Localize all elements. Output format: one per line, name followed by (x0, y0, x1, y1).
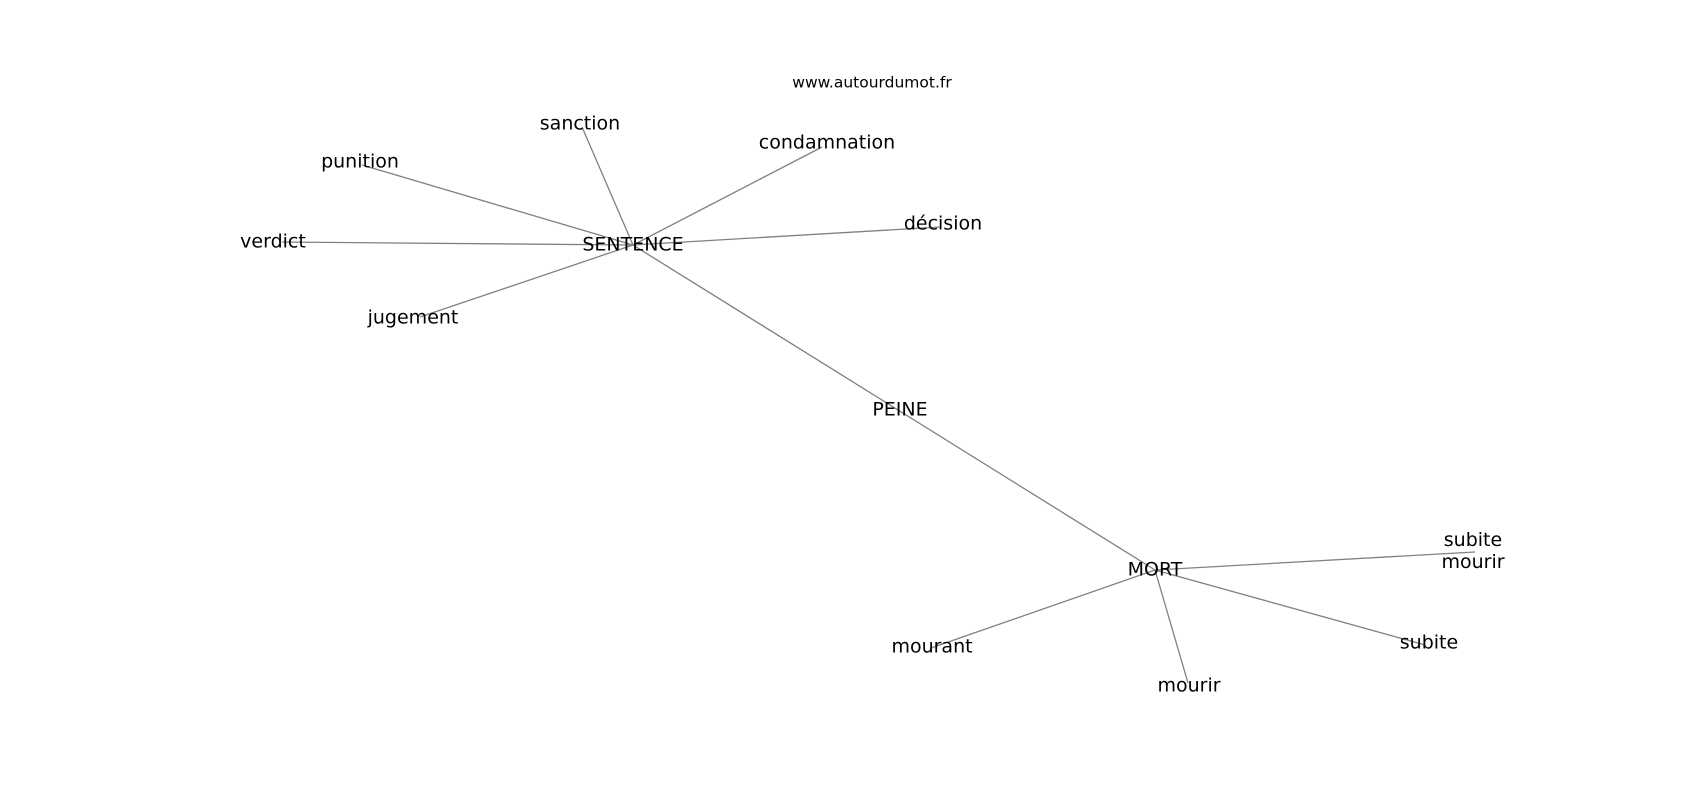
edge-sentence-condamnation (632, 146, 823, 246)
node-verdict: verdict (240, 231, 306, 253)
node-subite: subite (1400, 632, 1458, 654)
node-subite-mourir-line-0: subite (1444, 529, 1502, 551)
edge-sentence-sanction (581, 126, 634, 246)
node-subite-mourir-line-1: mourir (1441, 551, 1504, 573)
edge-mort-subite (1154, 569, 1426, 646)
node-punition: punition (321, 151, 399, 173)
node-mourir: mourir (1157, 675, 1220, 697)
edge-mort-mourir (1154, 569, 1189, 684)
edge-mort-subite-mourir (1154, 551, 1476, 571)
node-jugement: jugement (367, 307, 459, 329)
nodes-layer: PEINE SENTENCE MORT sanction condamnation pun… (240, 113, 1505, 697)
edges-layer (281, 126, 1476, 684)
source-credit: www.autourdumot.fr (792, 74, 952, 92)
node-decision: décision (904, 213, 982, 235)
edge-sentence-decision (632, 226, 941, 246)
edge-sentence-jugement (419, 244, 634, 318)
edge-sentence-verdict (281, 241, 634, 246)
node-peine: PEINE (872, 399, 927, 421)
node-sanction: sanction (540, 113, 620, 135)
edge-mort-mourant (930, 569, 1156, 649)
node-mort: MORT (1128, 559, 1183, 581)
node-mourant: mourant (891, 636, 972, 658)
node-condamnation: condamnation (759, 132, 895, 154)
edge-sentence-mort (632, 244, 1156, 571)
node-sentence: SENTENCE (582, 234, 683, 256)
edge-sentence-punition (361, 164, 634, 246)
